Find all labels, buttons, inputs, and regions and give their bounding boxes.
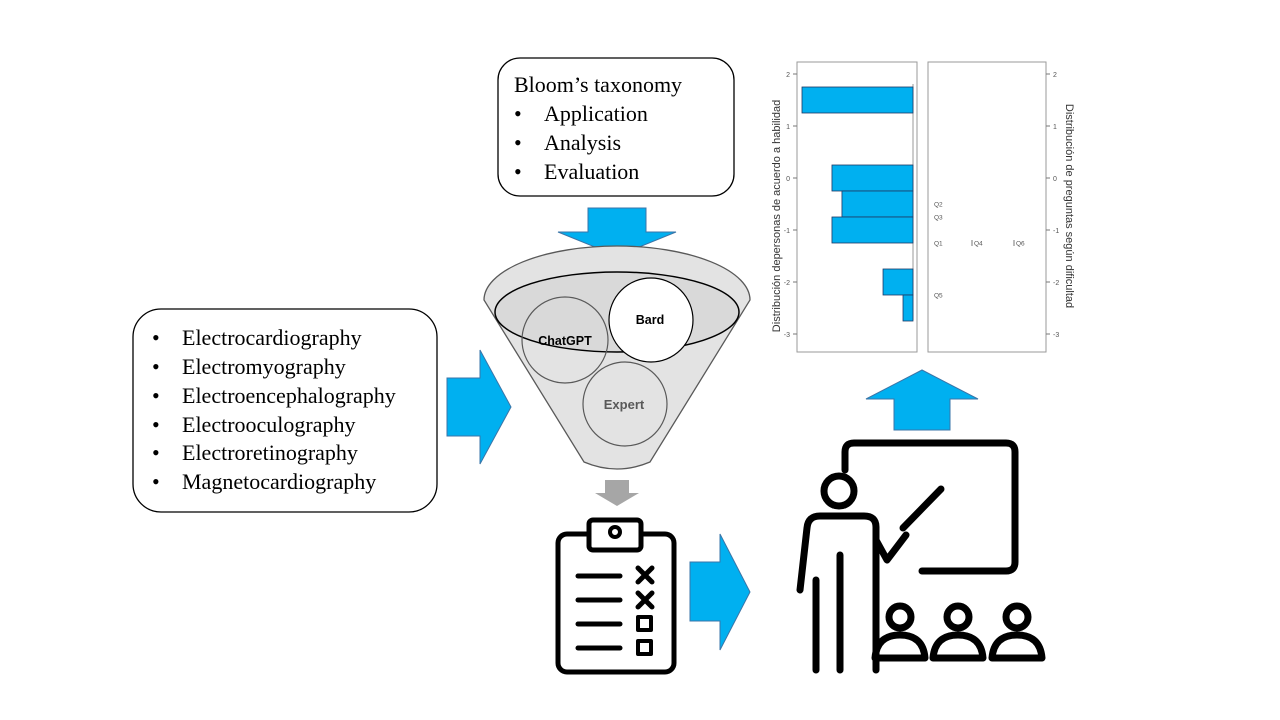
arrow-down-funnel-to-checklist [595, 480, 639, 506]
right-axis-ticks: 2 1 0 -1 -2 -3 [1046, 72, 1059, 339]
chatgpt-circle: ChatGPT [521, 296, 609, 384]
histogram-bar [801, 86, 914, 114]
signal-item-magnetocardiography: Magnetocardiography [182, 469, 376, 494]
signal-item-electrocardiography: Electrocardiography [182, 325, 362, 350]
left-tick-label: -1 [784, 228, 790, 235]
right-tick-label: 0 [1053, 176, 1057, 183]
expert-circle: Expert [582, 361, 668, 447]
histogram-bar [841, 190, 914, 218]
funnel: ChatGPT Bard Expert [483, 245, 751, 470]
signal-item-electroretinography: Electroretinography [182, 440, 358, 465]
right-tick-label: 2 [1053, 72, 1057, 79]
bloom-bullet: • [514, 130, 522, 155]
left-axis-ticks: 2 1 0 -1 -2 -3 [784, 72, 797, 339]
arrow-right-checklist-to-teacher [689, 533, 751, 651]
signals-bullet: • [152, 412, 160, 437]
arrow-up-teacher-to-chart [865, 369, 979, 431]
signals-bullet: • [152, 383, 160, 408]
question-label-q6: Q6 [1016, 241, 1025, 248]
bloom-bullet: • [514, 159, 522, 184]
arrow-down-bloom-to-funnel [557, 207, 677, 257]
bloom-item-application: Application [544, 101, 648, 126]
left-tick-label: -2 [784, 280, 790, 287]
bloom-title: Bloom’s taxonomy [514, 72, 682, 97]
question-label-q2: Q2 [934, 202, 943, 209]
right-tick-label: 1 [1053, 124, 1057, 131]
bloom-list: • Application • Analysis • Evaluation [514, 101, 648, 184]
right-panel-frame [927, 61, 1047, 353]
signal-item-electromyography: Electromyography [182, 354, 346, 379]
left-bars [801, 86, 914, 322]
signals-bullet: • [152, 354, 160, 379]
signal-item-electroencephalography: Electroencephalography [182, 383, 396, 408]
right-tick-label: -3 [1053, 332, 1059, 339]
clipboard-checklist-icon [555, 517, 677, 675]
signals-bullet: • [152, 440, 160, 465]
chatgpt-label: ChatGPT [538, 334, 592, 348]
bloom-bullet: • [514, 101, 522, 126]
question-label-q5: Q5 [934, 293, 943, 300]
histogram-bar [882, 268, 914, 296]
left-axis-label: Distribución depersonas de acuerdo a hab… [771, 100, 783, 332]
right-tick-label: -1 [1053, 228, 1059, 235]
signals-box: • Electrocardiography • Electromyography… [132, 308, 438, 513]
right-tick-label: -2 [1053, 280, 1059, 287]
arrow-right-signals-to-funnel [446, 349, 512, 465]
histogram-bar [831, 164, 914, 192]
bard-circle: Bard [608, 277, 694, 363]
histogram-bar [831, 216, 914, 244]
left-tick-label: -3 [784, 332, 790, 339]
question-label-q1: Q1 [934, 241, 943, 248]
bloom-taxonomy-box: Bloom’s taxonomy • Application • Analysi… [497, 57, 735, 197]
expert-label: Expert [604, 397, 645, 412]
teacher-presentation-icon [796, 439, 1046, 674]
right-axis-label: Distribución de preguntas según dificult… [1063, 104, 1075, 308]
histogram-bar [902, 294, 914, 322]
bloom-item-analysis: Analysis [544, 130, 621, 155]
question-label-q3: Q3 [934, 215, 943, 222]
left-tick-label: 2 [786, 72, 790, 79]
signal-item-electrooculography: Electrooculography [182, 412, 356, 437]
left-tick-label: 1 [786, 124, 790, 131]
bloom-item-evaluation: Evaluation [544, 159, 639, 184]
bard-label: Bard [636, 313, 664, 327]
question-label-q4: Q4 [974, 241, 983, 248]
signals-bullet: • [152, 469, 160, 494]
left-tick-label: 0 [786, 176, 790, 183]
signals-bullet: • [152, 325, 160, 350]
